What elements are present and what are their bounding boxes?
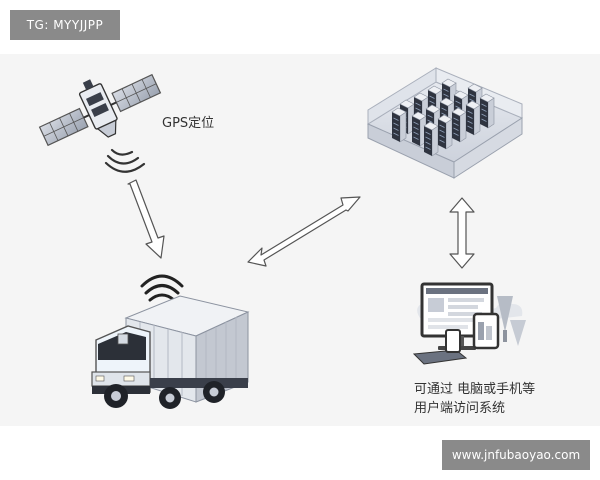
server-racks [391,78,495,157]
truck-icon [91,295,250,409]
users-access-label-line2: 用户端访问系统 [414,401,506,416]
arrow-satellite-to-truck [127,179,165,259]
server-rack [437,114,453,150]
wifi-signal-icon [140,274,184,302]
arrow-truck-server [247,196,361,267]
gps-label: GPS定位 [162,116,215,131]
watermark-url-badge: www.jnfubaoyao.com [442,440,590,470]
server-rack [423,121,439,157]
watermark-tag-badge: TG: MYYJJPP [10,10,120,40]
users-access-label: 可通过 电脑或手机等 用户端访问系统 [414,380,584,418]
server-rack [479,93,495,129]
server-rack [465,100,481,136]
satellite-signal-icon [104,148,146,173]
server-rack [411,111,427,147]
satellite-icon [38,73,162,147]
arrow-server-computer [449,197,475,269]
users-access-label-line1: 可通过 电脑或手机等 [414,382,536,397]
server-rack [451,107,467,143]
server-rack [391,107,407,143]
computer-devices-icon [412,282,526,365]
